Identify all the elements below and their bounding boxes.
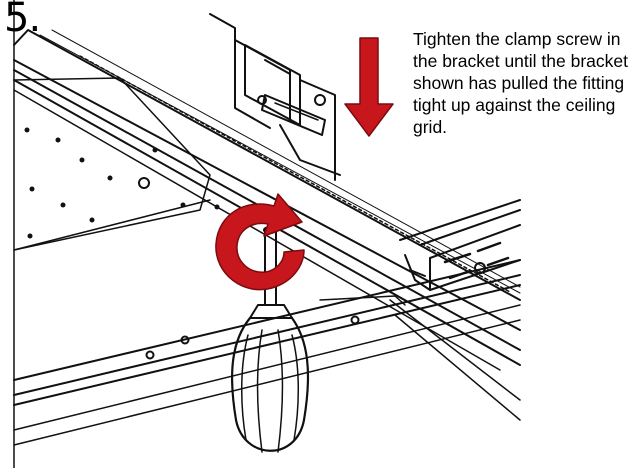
cross-tee bbox=[399, 199, 521, 291]
clockwise-rotate-icon bbox=[215, 193, 305, 291]
down-arrow-icon bbox=[344, 37, 394, 137]
clamp-bracket bbox=[209, 13, 341, 181]
instruction-text: Tighten the clamp screw in the bracket u… bbox=[413, 29, 628, 137]
step-number: 5. bbox=[4, 0, 41, 41]
screwdriver bbox=[231, 226, 310, 453]
lower-rails bbox=[13, 259, 521, 446]
ceiling-panel bbox=[13, 77, 220, 251]
